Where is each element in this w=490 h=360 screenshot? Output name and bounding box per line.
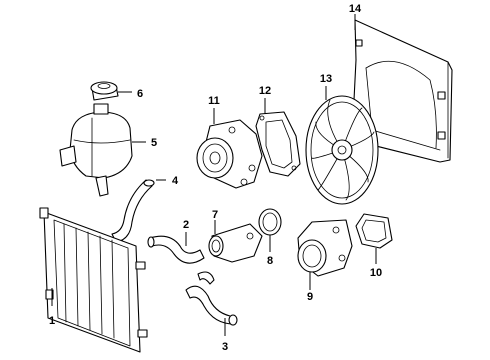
- water-pump: [196, 119, 263, 189]
- leader-lines: [51, 14, 377, 336]
- water-pump-gasket: [255, 111, 301, 177]
- water-outlet: [297, 219, 353, 277]
- callout-fan-shroud: 14: [349, 3, 362, 15]
- callout-thermostat-gasket: 8: [267, 255, 273, 267]
- lower-radiator-hose: [185, 271, 238, 326]
- thermostat-gasket: [258, 208, 282, 236]
- fan-blade: [305, 95, 379, 205]
- callout-thermostat-housing: 7: [212, 209, 218, 221]
- callout-reservoir-cap: 6: [137, 88, 143, 100]
- fan-shroud: [351, 19, 453, 163]
- coolant-reservoir: [59, 103, 133, 197]
- upper-radiator-hose: [147, 235, 205, 264]
- reservoir-cap: [90, 81, 119, 101]
- callout-water-outlet: 9: [307, 291, 313, 303]
- callout-water-pump-gasket: 12: [259, 85, 271, 97]
- outlet-gasket: [355, 213, 393, 249]
- callout-outlet-gasket: 10: [370, 267, 382, 279]
- callout-fan-blade: 13: [320, 73, 332, 85]
- callout-radiator: 1: [49, 315, 55, 327]
- overflow-hose: [111, 179, 155, 243]
- callout-upper-radiator-hose: 2: [183, 219, 189, 231]
- thermostat-housing: [208, 223, 263, 263]
- callout-labels: 1 2 3 4 5 6 7 8 9 10 11 12 13 14: [49, 3, 382, 353]
- callout-overflow-hose: 4: [172, 175, 179, 187]
- radiator: [39, 207, 148, 353]
- callout-coolant-reservoir: 5: [151, 137, 157, 149]
- callout-water-pump: 11: [208, 95, 220, 107]
- callout-lower-radiator-hose: 3: [222, 341, 228, 353]
